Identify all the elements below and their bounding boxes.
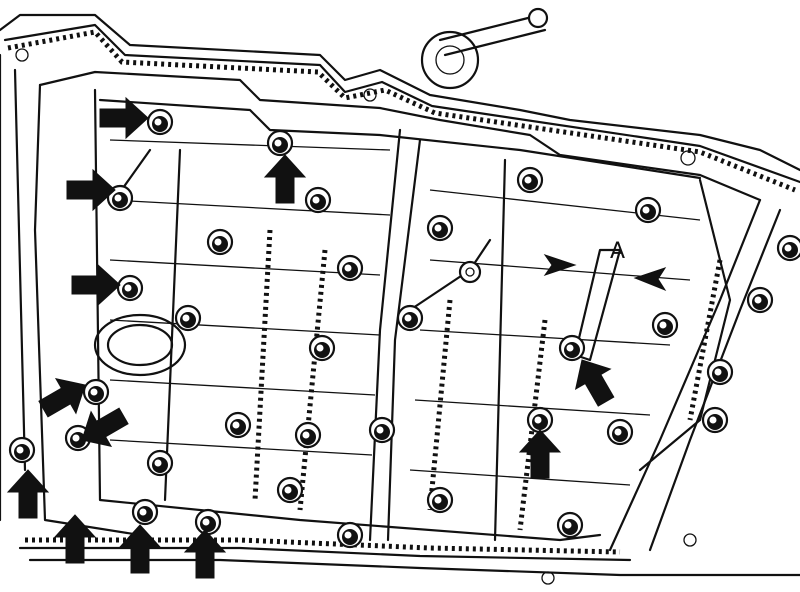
bolt-icon xyxy=(556,511,584,539)
pointer-arrow-icon xyxy=(53,514,97,564)
pointer-arrow-icon xyxy=(71,263,121,307)
bolt-icon xyxy=(336,254,364,282)
bolt-icon xyxy=(116,274,144,302)
bolt-icon xyxy=(634,196,662,224)
bolt-icon xyxy=(651,311,679,339)
pointer-arrow-group xyxy=(6,96,615,579)
bolt-icon xyxy=(606,418,634,446)
bolt-icon xyxy=(701,406,729,434)
bolt-icon xyxy=(224,411,252,439)
pointer-arrow-icon xyxy=(183,529,227,579)
bolt-icon xyxy=(426,214,454,242)
bolt-icon xyxy=(146,108,174,136)
pointer-arrow-icon xyxy=(66,168,116,212)
valve-body-frame xyxy=(33,7,782,552)
dimension-label: A xyxy=(610,239,625,264)
bolt-icon xyxy=(174,304,202,332)
pointer-arrow-icon xyxy=(574,359,615,407)
pointer-arrow-icon xyxy=(38,377,86,418)
dimension-arrow-left-icon xyxy=(543,254,577,276)
bolt-icon xyxy=(426,486,454,514)
bolt-icon xyxy=(336,521,364,549)
bolt-icon xyxy=(304,186,332,214)
bolt-icon xyxy=(368,416,396,444)
bolt-icon xyxy=(194,508,222,536)
bolt-icon xyxy=(706,358,734,386)
bolt-icon xyxy=(308,334,336,362)
pointer-arrow-icon xyxy=(518,429,562,479)
bolt-icon xyxy=(276,476,304,504)
bolt-group xyxy=(8,108,800,549)
bolt-icon xyxy=(8,436,36,464)
bolt-icon xyxy=(146,449,174,477)
bolt-icon xyxy=(746,286,774,314)
pointer-arrow-icon xyxy=(99,96,149,140)
pointer-arrow-icon xyxy=(81,407,129,448)
bolt-icon xyxy=(64,424,92,452)
bolt-icon xyxy=(82,378,110,406)
pointer-arrow-icon xyxy=(263,154,307,204)
bolt-icon xyxy=(266,129,294,157)
bolt-icon xyxy=(558,334,586,362)
dimension-a-marker: A xyxy=(543,239,667,292)
bolt-icon xyxy=(526,406,554,434)
bolt-icon xyxy=(131,498,159,526)
dimension-arrow-right-icon xyxy=(633,267,667,292)
bolt-icon xyxy=(106,184,134,212)
bolt-icon xyxy=(396,304,424,332)
pointer-arrow-icon xyxy=(118,524,162,574)
pointer-arrow-icon xyxy=(6,469,50,519)
bolt-icon xyxy=(516,166,544,194)
bolt-icon xyxy=(776,234,800,262)
bolt-icon xyxy=(294,421,322,449)
bolt-icon xyxy=(206,228,234,256)
